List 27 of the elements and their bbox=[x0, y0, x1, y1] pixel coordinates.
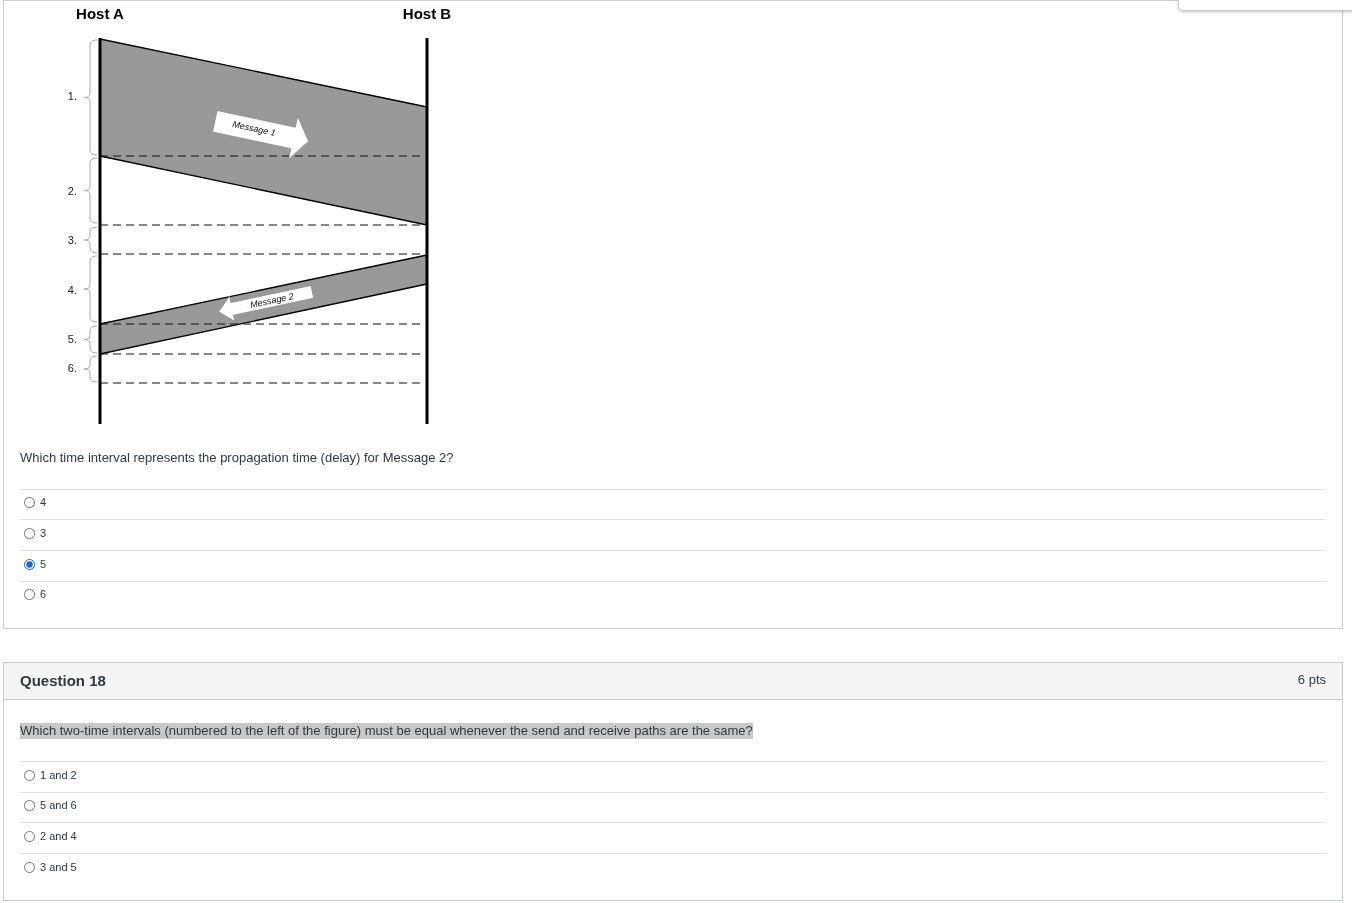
answer-option: 3 and 5 bbox=[40, 860, 77, 874]
points-label: 6 pts bbox=[1297, 672, 1326, 688]
message-arrow bbox=[212, 109, 310, 160]
interval-number: 4. bbox=[67, 283, 77, 297]
message-arrow bbox=[217, 285, 314, 323]
answer-option: 5 and 6 bbox=[40, 798, 77, 812]
interval-number: 5. bbox=[67, 332, 77, 346]
host-label: Host B bbox=[402, 5, 452, 23]
host-label: Host A bbox=[76, 5, 124, 23]
question-panel bbox=[3, 0, 1343, 629]
answer-option: 5 bbox=[40, 557, 47, 571]
interval-number: 6. bbox=[67, 361, 77, 375]
answer-option: 6 bbox=[40, 587, 47, 601]
question-title: Question 18 bbox=[20, 670, 106, 690]
answer-option: 1 and 2 bbox=[40, 768, 77, 782]
answer-option: 4 bbox=[40, 495, 47, 509]
question-panel bbox=[3, 662, 1343, 901]
answer-option: 2 and 4 bbox=[40, 829, 77, 843]
question-text: Which two-time intervals (numbered to the left of the figure) must be equal whenever the send and receive paths are the same? bbox=[20, 723, 753, 739]
interval-number: 3. bbox=[67, 233, 77, 247]
question-header bbox=[4, 663, 1342, 700]
message-label: Message 2 bbox=[249, 290, 295, 311]
interval-number: 2. bbox=[67, 184, 77, 198]
answer-option: 3 bbox=[40, 526, 47, 540]
question-text: Which time interval represents the propagation time (delay) for Message 2? bbox=[20, 450, 454, 466]
interval-number: 1. bbox=[67, 89, 77, 103]
message-label: Message 1 bbox=[231, 119, 277, 140]
